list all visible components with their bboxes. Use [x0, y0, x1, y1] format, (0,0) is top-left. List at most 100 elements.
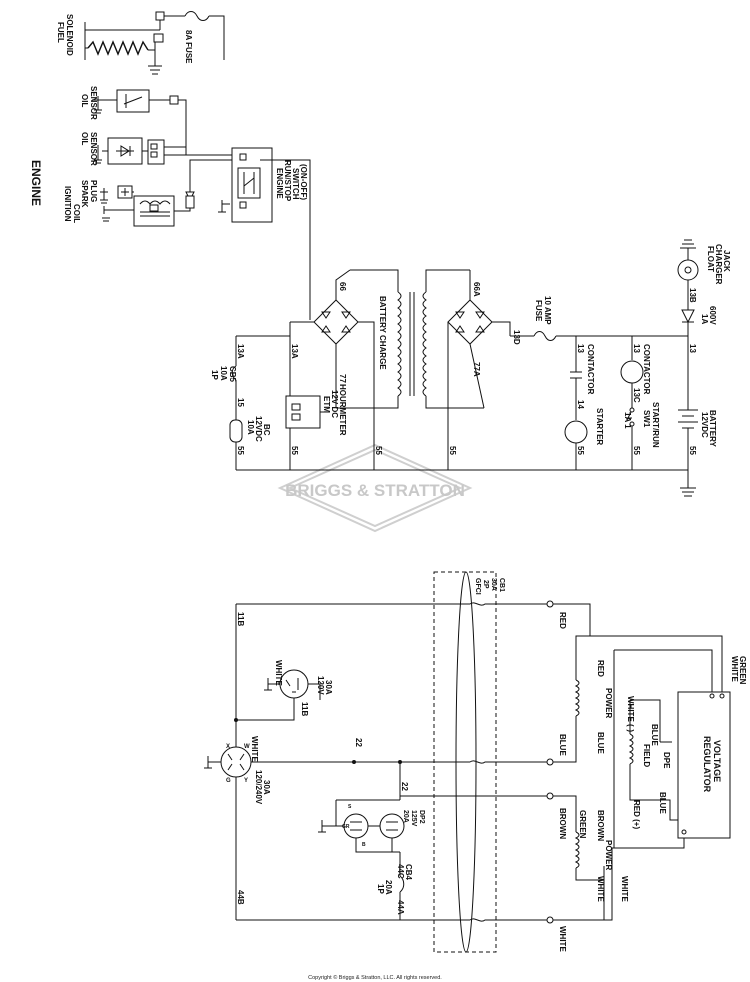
- contactor-starter: [564, 336, 588, 470]
- receptacle-120-240v-label-1: 120/240V: [254, 770, 263, 805]
- wire-55-label-d: 55: [374, 446, 383, 455]
- dp2-label-3: 20A: [402, 810, 409, 823]
- wire-13c-label: 13C: [632, 388, 641, 403]
- bc-label-2: 12VDC: [254, 416, 263, 442]
- wire-11b-label-b: 11B: [300, 702, 309, 716]
- receptacle-120v-label-3: 30A: [324, 680, 333, 695]
- fuel-solenoid-coil: [84, 11, 225, 75]
- white-return-label: WHITE: [620, 876, 629, 902]
- power-red-power-label: POWER: [604, 688, 613, 718]
- cb4-label-1: CB4: [404, 864, 413, 881]
- wire-55-label-b: 55: [632, 446, 641, 455]
- copyright-footer: Copyright © Briggs & Stratton, LLC. All …: [308, 974, 442, 981]
- engine-run-stop-switch: [218, 147, 311, 320]
- oil-sensor-1-label-2: SENSOR: [89, 86, 98, 120]
- bridge-rectifier-right: [447, 270, 511, 450]
- ignition-coil-label-2: COIL: [72, 204, 81, 223]
- battery-label-2: BATTERY: [708, 410, 717, 448]
- bc-label-1: BC: [262, 424, 271, 436]
- spark-plug-label-1: SPARK: [80, 180, 89, 208]
- terminal-w-label: W: [244, 744, 250, 750]
- battery-charge-label: BATTERY CHARGE: [378, 296, 387, 370]
- blue-field-label: BLUE: [650, 724, 659, 746]
- float-charger-label-1: FLOAT: [706, 246, 715, 272]
- terminal-x-label: X: [226, 744, 230, 750]
- wire-55-label-e: 55: [448, 446, 457, 455]
- ignition-coil: [100, 159, 235, 227]
- wire-66a-label: 66A: [472, 282, 481, 297]
- wire-13b-label: 13B: [688, 288, 697, 303]
- cb5-label-2: 10A: [219, 366, 228, 381]
- wire-55-label-c: 55: [688, 446, 697, 455]
- fuse-10a-label-2: 10 AMP: [543, 296, 552, 325]
- wire-13-label-c: 13: [688, 344, 697, 353]
- wire-44a-label: 44A: [396, 900, 405, 915]
- wire-13a-label-a: 13A: [236, 344, 245, 359]
- hourmeter-label-2: 12V DC: [330, 390, 339, 418]
- cb1-label-3: 2P: [482, 580, 489, 589]
- power-winding-red-blue: [574, 672, 580, 717]
- wire-blue-label: BLUE: [558, 734, 567, 756]
- engine-section: ENGINE FUEL SOLENOID 8A FUSE: [29, 11, 311, 320]
- terminal-gr-label: GR: [342, 824, 350, 830]
- run-stop-switch-label-4: (ON-OFF): [299, 164, 308, 200]
- output-section: CB1 30A 2P GFCI 11B 44B 22 22: [204, 571, 747, 953]
- dp2-label-1: DP2: [418, 810, 425, 824]
- wire-55-label-g: 55: [290, 446, 299, 455]
- sw1-label-2: START/RUN: [651, 402, 660, 448]
- wire-22-label-a: 22: [354, 738, 363, 747]
- wire-22-label-b: 22: [400, 782, 409, 791]
- terminal-s-label: S: [348, 804, 352, 810]
- cb4-label-3: 1P: [376, 884, 385, 894]
- red-pos-label: RED (+): [632, 800, 641, 829]
- wire-red-label: RED: [558, 612, 567, 629]
- fuse-10-amp: [510, 331, 688, 341]
- wire-13-label-b: 13: [632, 344, 641, 353]
- bridge-rectifier-left: [290, 269, 375, 450]
- voltage-regulator-label-2: REGULATOR: [702, 736, 712, 793]
- wire-15-label: 15: [236, 398, 245, 407]
- spark-plug-label-2: PLUG: [89, 180, 98, 202]
- wire-55-label-a: 55: [576, 446, 585, 455]
- field-winding: [628, 699, 678, 821]
- contactor-starter-label-1: CONTACTOR: [586, 344, 595, 395]
- fuse-10a-label-1: FUSE: [534, 300, 543, 322]
- wire-44b-label: 44B: [236, 890, 245, 905]
- contactor-coil-sw1: [620, 336, 644, 470]
- diode-label-1: 1A: [700, 314, 709, 324]
- receptacle-120v-label-1: WHITE: [274, 660, 283, 686]
- white-label-reg: WHITE: [730, 656, 739, 682]
- receptacle-120v-label-2: 120V: [316, 676, 325, 695]
- run-stop-switch-label-2: RUN/STOP: [283, 160, 292, 202]
- receptacle-120v: [236, 669, 321, 721]
- contactor-label: CONTACTOR: [642, 344, 651, 395]
- briggs-stratton-watermark: BRIGGS & STRATTON: [277, 443, 473, 533]
- green-winding-label: GREEN: [578, 810, 587, 839]
- field-label-2: FIELD: [642, 744, 651, 767]
- cb1-label-1: CB1: [498, 578, 505, 592]
- diode-label-2: 600V: [708, 306, 717, 325]
- power-brown-label: BROWN: [596, 810, 605, 841]
- oil-sensor-1: [92, 89, 187, 155]
- oil-sensor-2: [94, 137, 235, 165]
- white-neg-label: WHITE (-): [626, 696, 635, 732]
- wire-11b-label-a: 11B: [236, 612, 245, 626]
- wire-44c-label: 44C: [396, 864, 405, 879]
- float-charger-label-2: CHARGER: [714, 244, 723, 285]
- power-brown-white-label: WHITE: [596, 876, 605, 902]
- cb5-label-3: 1P: [210, 370, 219, 380]
- charging-section: BATTERY CHARGE 66 77 66A 77A FUSE 10 AMP…: [210, 239, 731, 497]
- battery-float-charger: [677, 239, 699, 497]
- watermark-text: BRIGGS & STRATTON: [285, 481, 465, 500]
- terminal-g-label: G: [226, 778, 231, 784]
- wire-13d-label: 13D: [512, 330, 521, 345]
- power-winding-brown-white: [574, 824, 604, 881]
- run-stop-switch-label-1: ENGINE: [275, 168, 284, 199]
- fuel-solenoid-label-1: FUEL: [56, 22, 65, 43]
- power-red-label: RED: [596, 660, 605, 677]
- wire-14-label: 14: [576, 400, 585, 409]
- hourmeter-label-1: ETM: [322, 396, 331, 413]
- hourmeter-label-3: HOURMETER: [338, 384, 347, 436]
- float-charger-label-3: JACK: [722, 250, 731, 272]
- battery-charge-transformer: [336, 269, 484, 409]
